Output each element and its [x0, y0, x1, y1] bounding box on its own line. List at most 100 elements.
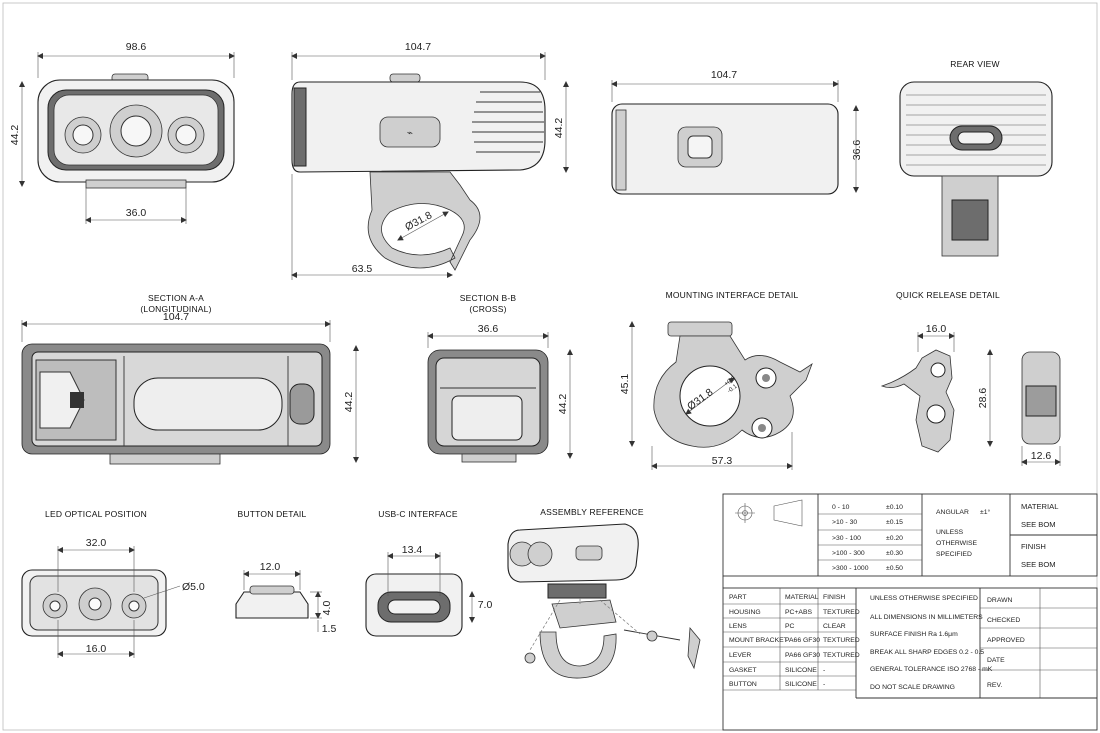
- signoff-label: REV.: [987, 682, 1002, 689]
- led-outer-dim: 32.0: [86, 537, 107, 549]
- front-height-dim: 44.2: [9, 125, 21, 146]
- note-line: DO NOT SCALE DRAWING: [870, 684, 955, 691]
- bom-finish: TEXTURED: [823, 652, 860, 659]
- note-line: GENERAL TOLERANCE ISO 2768 - mK: [870, 666, 993, 673]
- finish-label: FINISH: [1021, 542, 1046, 551]
- mounting-height-dim: 45.1: [619, 374, 631, 395]
- led-optical-title: LED OPTICAL POSITION: [45, 509, 147, 519]
- bom-material: SILICONE: [785, 681, 817, 688]
- note-line: BREAK ALL SHARP EDGES 0.2 - 0.5: [870, 649, 984, 656]
- front-view: [19, 52, 235, 224]
- signoff-label: CHECKED: [987, 617, 1020, 624]
- section-bb-view: [427, 332, 573, 463]
- usbc-height-dim: 7.0: [478, 599, 493, 611]
- section-aa-view: [21, 320, 359, 465]
- bom-part: MOUNT BRACKET: [729, 637, 788, 644]
- section-bb-width-dim: 36.6: [478, 323, 499, 335]
- button-detail: [235, 570, 322, 632]
- svg-text:⌁: ⌁: [407, 128, 413, 139]
- tol-value: ±0.20: [886, 535, 903, 542]
- mounting-width-dim: 57.3: [712, 455, 733, 467]
- unless-line: UNLESS: [936, 529, 964, 536]
- led-optical-detail: [21, 546, 181, 658]
- angular-label: ANGULAR: [936, 509, 969, 516]
- tol-range: >100 - 300: [832, 550, 865, 557]
- general-notes: UNLESS OTHERWISE SPECIFIED ALL DIMENSION…: [870, 595, 993, 691]
- side-reach-dim: 63.5: [352, 263, 373, 275]
- side-height-dim: 44.2: [553, 118, 565, 139]
- top-length-dim: 104.7: [711, 69, 737, 81]
- bom-material: SILICONE: [785, 667, 817, 674]
- material-value: SEE BOM: [1021, 520, 1056, 529]
- mounting-dia-tol-bot: -0.1: [727, 383, 739, 394]
- tolerance-rows: 0 - 10 ±0.10 >10 - 30 ±0.15 >30 - 100 ±0…: [832, 504, 903, 572]
- quick-release-detail: [880, 332, 1061, 466]
- title-block: [722, 576, 1098, 731]
- usbc-title: USB-C INTERFACE: [378, 509, 458, 519]
- note-line: UNLESS OTHERWISE SPECIFIED: [870, 595, 978, 602]
- section-bb-subtitle: (CROSS): [469, 304, 506, 314]
- signoff-block: DRAWN CHECKED APPROVED DATE REV.: [987, 597, 1025, 689]
- bom-material: PA66 GF30: [785, 637, 820, 644]
- bom-material: PC+ABS: [785, 609, 812, 616]
- section-bb-height-dim: 44.2: [557, 394, 569, 415]
- note-line: ALL DIMENSIONS IN MILLIMETERS: [870, 614, 983, 621]
- bom-finish: TEXTURED: [823, 609, 860, 616]
- usbc-detail: [365, 552, 475, 637]
- bom-part: HOUSING: [729, 609, 761, 616]
- bom-material: PA66 GF30: [785, 652, 820, 659]
- quick-release-title: QUICK RELEASE DETAIL: [896, 290, 1000, 300]
- top-height-dim: 36.6: [851, 140, 863, 161]
- signoff-label: APPROVED: [987, 637, 1025, 644]
- button-offset-dim: 1.5: [322, 623, 337, 635]
- bom-part: LEVER: [729, 652, 751, 659]
- bom-part: GASKET: [729, 667, 757, 674]
- signoff-label: DRAWN: [987, 597, 1013, 604]
- unless-line: SPECIFIED: [936, 551, 972, 558]
- bom-header: PART: [729, 594, 747, 601]
- section-aa-length-dim: 104.7: [163, 311, 189, 323]
- tol-range: >30 - 100: [832, 535, 861, 542]
- bom-material: PC: [785, 623, 795, 630]
- front-width-dim: 98.6: [126, 41, 147, 53]
- bom-part: BUTTON: [729, 681, 757, 688]
- quick-release-height-dim: 28.6: [977, 388, 989, 409]
- bom-finish: TEXTURED: [823, 637, 860, 644]
- button-title: BUTTON DETAIL: [238, 509, 307, 519]
- tol-range: >10 - 30: [832, 519, 857, 526]
- note-line: SURFACE FINISH Ra 1.6μm: [870, 631, 958, 638]
- tol-value: ±0.30: [886, 550, 903, 557]
- section-bb-title: SECTION B-B: [460, 293, 517, 303]
- bom-rows: HOUSING PC+ABS TEXTURED LENS PC CLEAR MO…: [729, 609, 860, 688]
- unless-line: OTHERWISE: [936, 540, 978, 547]
- quick-release-thickness-dim: 12.6: [1031, 450, 1052, 462]
- side-view: ⌁: [291, 52, 569, 280]
- quick-release-width-dim: 16.0: [926, 323, 947, 335]
- tol-range: 0 - 10: [832, 504, 850, 511]
- finish-value: SEE BOM: [1021, 560, 1056, 569]
- tolerance-block: [722, 493, 1098, 577]
- section-aa-height-dim: 44.2: [343, 392, 355, 413]
- bom-finish: CLEAR: [823, 623, 846, 630]
- section-aa-subtitle: (LONGITUDINAL): [140, 304, 211, 314]
- assembly-detail: [507, 523, 701, 679]
- button-height-dim: 4.0: [321, 601, 333, 616]
- usbc-width-dim: 13.4: [402, 544, 423, 556]
- bom-finish: -: [823, 681, 825, 688]
- button-width-dim: 12.0: [260, 561, 281, 573]
- bom-header: FINISH: [823, 594, 845, 601]
- tol-value: ±0.10: [886, 504, 903, 511]
- material-label: MATERIAL: [1021, 502, 1058, 511]
- tol-value: ±0.15: [886, 519, 903, 526]
- led-inner-dim: 16.0: [86, 643, 107, 655]
- tol-range: >300 - 1000: [832, 565, 869, 572]
- section-aa-title: SECTION A-A: [148, 293, 204, 303]
- mounting-detail: [629, 321, 813, 470]
- top-view: [611, 80, 859, 195]
- side-length-dim: 104.7: [405, 41, 431, 53]
- bom-part: LENS: [729, 623, 747, 630]
- side-clamp-dia-dim: Ø31.8: [403, 209, 434, 233]
- front-led-spacing-dim: 36.0: [126, 207, 147, 219]
